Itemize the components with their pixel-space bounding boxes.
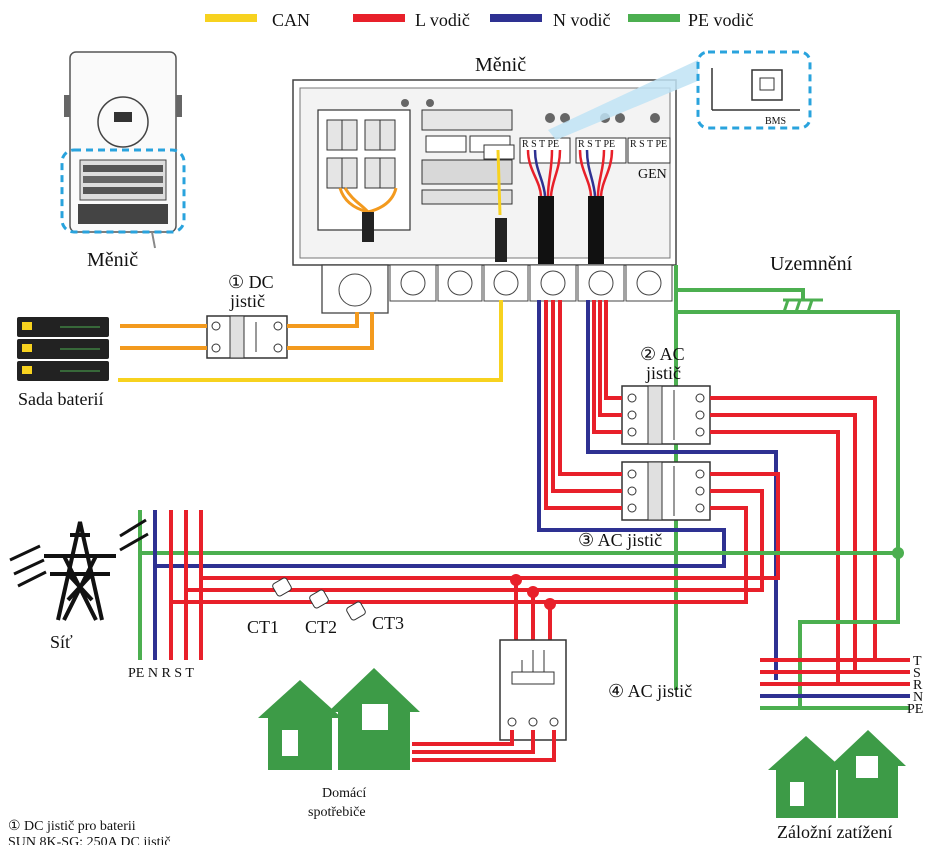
- bms-label: BMS: [765, 116, 786, 127]
- ct-clamp-icon: [346, 601, 366, 621]
- terminal-label-2: R S T PE: [578, 139, 615, 150]
- ac-breaker-4-label: ④ AC jistič: [608, 681, 692, 701]
- home-loads-label-line1: Domácí: [322, 786, 366, 801]
- grounding-label: Uzemnění: [770, 253, 853, 275]
- legend-label-neutral: N vodič: [553, 10, 611, 30]
- inverter-title: Měnič: [475, 54, 526, 76]
- note-line2: SUN 8K-SG: 250A DC jistič: [8, 835, 171, 845]
- rj45-port-icon: [751, 69, 783, 101]
- dc-breaker-label-line2: jistič: [229, 291, 265, 311]
- terminal-label-1: R S T PE: [522, 139, 559, 150]
- gen-label: GEN: [638, 167, 667, 182]
- backup-n-label: N: [913, 690, 923, 705]
- inverter-thumbnail-label: Měnič: [87, 249, 138, 271]
- ac-breaker-3-label: ③ AC jistič: [578, 530, 662, 550]
- backup-loads-label: Záložní zatížení: [777, 822, 892, 842]
- legend-swatch-can: [205, 14, 257, 22]
- grounding: Uzemnění: [674, 253, 900, 690]
- home-house-icon: [258, 668, 420, 770]
- backup-r-label: R: [913, 678, 923, 693]
- legend-label-pe: PE vodič: [688, 10, 754, 30]
- legend-swatch-line: [353, 14, 405, 22]
- backup-pe-label: PE: [907, 702, 923, 717]
- highlight-box: [60, 148, 186, 234]
- terminal-label-3: R S T PE: [630, 139, 667, 150]
- ac-breaker-2-label-line1: ② AC: [640, 344, 685, 364]
- battery-pack: [17, 317, 109, 381]
- current-transformers: CT1 CT2 CT3: [247, 577, 404, 637]
- ct1-label: CT1: [247, 617, 279, 637]
- grid-label: Síť: [50, 632, 73, 652]
- legend-swatch-pe: [628, 14, 680, 22]
- ac-breaker-3: ③ AC jistič: [578, 461, 711, 550]
- ac-breaker-2-label-line2: jistič: [645, 363, 681, 383]
- can-cable: [118, 300, 503, 382]
- dc-breaker-label-line1: ① DC: [228, 272, 274, 292]
- backup-s-label: S: [913, 666, 921, 681]
- dc-cables: [120, 312, 374, 350]
- backup-house-icon: [768, 730, 906, 818]
- home-loads-label-line2: spotřebiče: [308, 805, 366, 820]
- legend-label-can: CAN: [272, 10, 310, 30]
- grid-conductors-label: PE N R S T: [128, 666, 194, 681]
- inverter-display-icon: [97, 96, 149, 148]
- backup-bus: [760, 658, 910, 710]
- home-load-wiring: [412, 730, 556, 762]
- grid-pylon-icon: [9, 518, 149, 621]
- dc-breaker: ① DC jistič: [206, 272, 288, 359]
- inverter-board: Měnič R S T PE R S T PE R S T PE: [292, 54, 677, 314]
- legend: CAN L vodič N vodič PE vodič: [205, 10, 754, 30]
- inverter-thumbnail: [60, 51, 186, 249]
- grid-side-wiring: [153, 300, 780, 660]
- ac-breaker-2: ② AC jistič: [621, 344, 711, 445]
- battery-pack-label: Sada baterií: [18, 389, 103, 409]
- bms-callout: BMS: [548, 50, 812, 140]
- ct-clamp-icon: [309, 589, 329, 609]
- note-line1: ① DC jistič pro baterii: [8, 819, 136, 834]
- legend-label-line: L vodič: [415, 10, 470, 30]
- ground-symbol-icon: [782, 298, 823, 313]
- legend-swatch-neutral: [490, 14, 542, 22]
- ct2-label: CT2: [305, 617, 337, 637]
- grid-conductors: [153, 510, 203, 602]
- backup-t-label: T: [913, 654, 922, 669]
- ct-clamp-icon: [272, 577, 292, 597]
- ac-breaker-4: ④ AC jistič: [499, 574, 692, 741]
- ct3-label: CT3: [372, 613, 404, 633]
- board-cabling: [338, 149, 614, 264]
- pe-main: [138, 510, 904, 710]
